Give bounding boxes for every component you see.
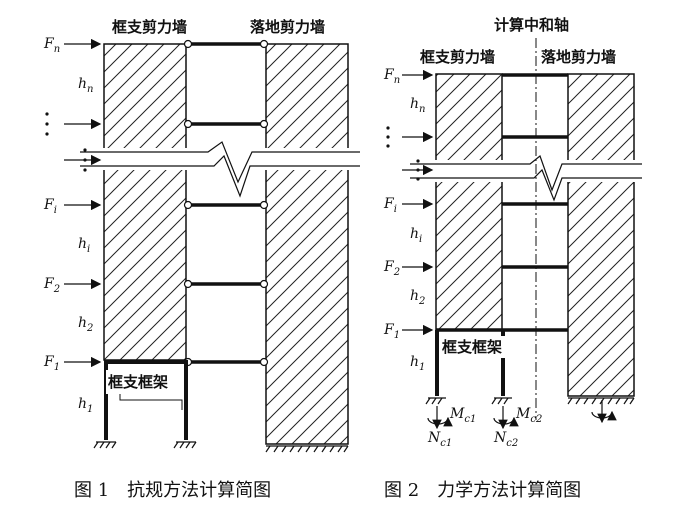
fig2-h1-label: h1 <box>410 354 425 373</box>
fig1-hinges <box>183 39 269 367</box>
fig2-Mc2-label: Mc2 <box>515 406 542 425</box>
fig2-frame-wall-label: 框支剪力墙 <box>420 48 495 66</box>
fig2-Fi-label: Fi <box>383 196 397 215</box>
fig1-F1-label: F1 <box>43 354 60 373</box>
fig1-h1-label: h1 <box>78 396 93 415</box>
fig1-hi-label: hi <box>78 236 90 255</box>
fig1-break-line-bot <box>80 154 360 198</box>
fig2-hi-label: hi <box>410 226 422 245</box>
fig2-ground-wall-label: 落地剪力墙 <box>541 48 616 66</box>
fig2-hn-label: hn <box>410 96 425 115</box>
fig1-frame-wall <box>103 43 187 361</box>
fig1-hn-label: hn <box>78 76 93 95</box>
fig1-ground-wall <box>265 43 349 445</box>
fig1-caption: 图 1 抗规方法计算简图 <box>74 480 271 501</box>
fig2-F1-label: F1 <box>383 322 400 341</box>
fig1-break-line-top <box>80 141 360 184</box>
fig2-ellipsis-dots <box>386 126 420 181</box>
fig1-transfer-frame <box>104 360 188 440</box>
figure-1: 框支剪力墙 落地剪力墙 框支框架 Fn hn Fi hi F2 h2 F1 h1… <box>43 18 360 501</box>
fig2-F2-label: F2 <box>383 259 400 278</box>
fig2-Mc1-label: Mc1 <box>449 406 476 425</box>
fig1-frame-label-leader <box>119 394 183 410</box>
fig2-frame-wall <box>435 73 503 331</box>
fig2-moment-symbols <box>427 400 617 430</box>
fig2-break-line-top <box>410 155 642 192</box>
fig1-frame-label-bg <box>106 370 184 394</box>
fig1-Fi-label: Fi <box>43 197 57 216</box>
fig1-h2-label: h2 <box>78 315 93 334</box>
fig2-ground-wall <box>567 73 635 397</box>
fig1-F2-label: F2 <box>43 276 60 295</box>
fig1-ground-wall-label: 落地剪力墙 <box>250 18 325 36</box>
fig2-supports <box>425 397 635 405</box>
fig2-break-band <box>410 160 642 182</box>
fig1-frame-label: 框支框架 <box>108 373 168 391</box>
fig2-frame-label-bg <box>440 336 520 358</box>
fig2-Fn-label: Fn <box>383 67 400 86</box>
fig1-frame-wall-label: 框支剪力墙 <box>112 18 187 36</box>
fig1-supports <box>93 441 349 453</box>
fig2-Nc1-label: Nc1 <box>427 430 452 449</box>
fig2-h2-label: h2 <box>410 288 425 307</box>
fig1-Fn-label: Fn <box>43 36 60 55</box>
fig1-break-band <box>80 148 360 170</box>
fig2-break-line-bot <box>410 168 642 202</box>
fig1-coupling-beams <box>190 42 262 364</box>
fig2-axis-label: 计算中和轴 <box>494 16 569 34</box>
fig1-force-arrows <box>64 38 102 368</box>
fig1-ellipsis-dots <box>45 112 87 172</box>
fig2-frame-label: 框支框架 <box>442 338 502 356</box>
figure-2: 计算中和轴 框支剪力墙 落地剪力墙 框支框架 Fn hn Fi hi F2 h2… <box>383 16 642 501</box>
fig2-caption: 图 2 力学方法计算简图 <box>384 480 581 501</box>
fig2-Nc2-label: Nc2 <box>493 430 518 449</box>
